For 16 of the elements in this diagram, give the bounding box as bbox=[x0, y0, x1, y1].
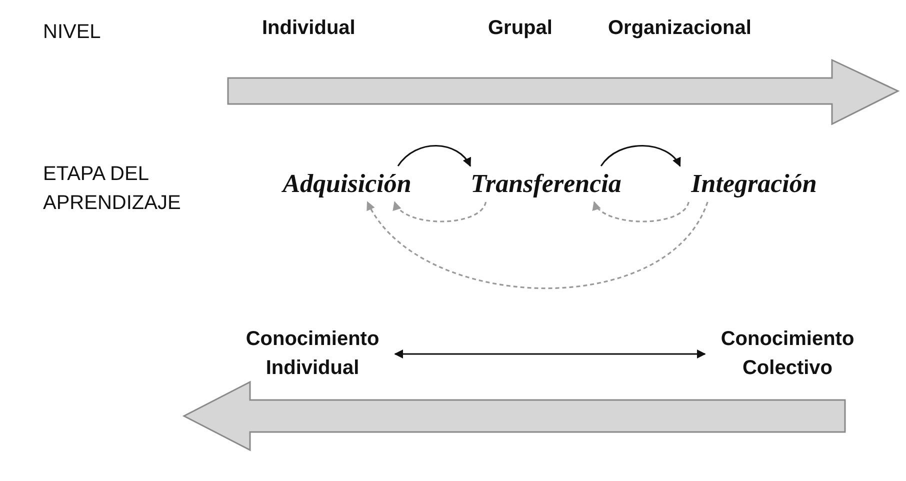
level-label: Individual bbox=[262, 16, 356, 41]
stage-label: Adquisición bbox=[262, 166, 432, 202]
arrow bbox=[394, 350, 706, 358]
arrow bbox=[397, 144, 471, 167]
dashed-arrow bbox=[394, 201, 487, 222]
level-label: NIVEL bbox=[43, 20, 102, 45]
knowledge-label: Conocimiento Colectivo bbox=[705, 323, 870, 385]
level-label: Organizacional bbox=[608, 16, 752, 41]
dashed-arrow bbox=[366, 201, 708, 290]
dashed-arrow bbox=[593, 201, 690, 222]
stage-label: Integración bbox=[668, 166, 840, 202]
level-label: ETAPA DEL APRENDIZAJE bbox=[43, 162, 182, 216]
arrow bbox=[600, 144, 681, 167]
stage-label: Transferencia bbox=[460, 166, 632, 202]
knowledge-label: Conocimiento Individual bbox=[230, 323, 395, 385]
level-label: Grupal bbox=[488, 16, 554, 41]
